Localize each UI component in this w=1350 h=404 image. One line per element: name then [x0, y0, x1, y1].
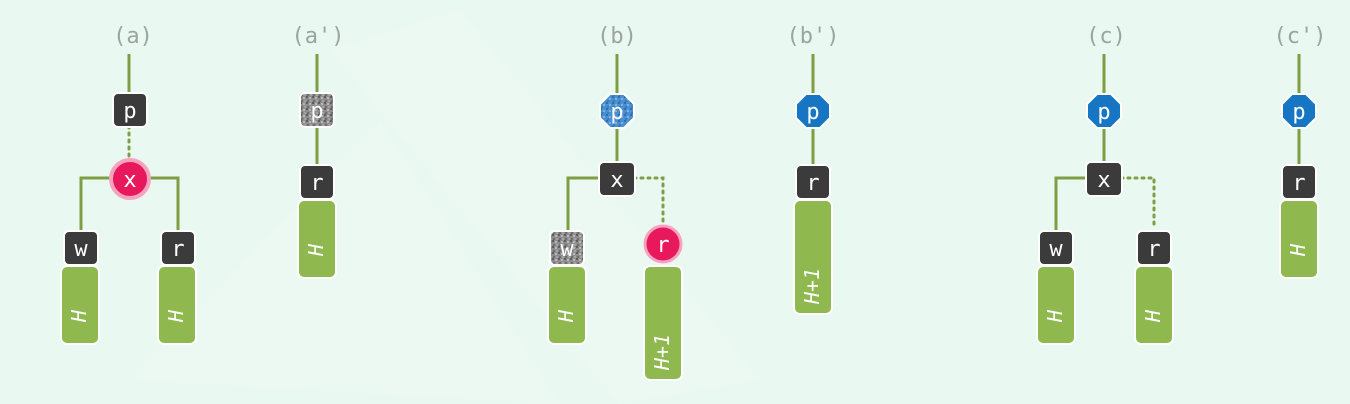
node-p-label: p: [1097, 100, 1110, 125]
node-r: [643, 224, 683, 264]
panel-b-prime: (b') p r H+1: [787, 24, 840, 315]
node-p-label: p: [806, 100, 819, 125]
panel-label: (a'): [292, 24, 345, 49]
subtree-r-height: H: [304, 243, 328, 257]
node-p-label: p: [310, 99, 323, 124]
node-p-octagon: [1086, 93, 1122, 129]
node-p-octagon: [599, 93, 635, 129]
node-p-removed: [299, 92, 335, 128]
node-p-label: p: [1292, 100, 1305, 125]
node-p-label: p: [123, 99, 136, 124]
node-r-label: r: [656, 233, 669, 258]
subtree-w: [60, 265, 100, 345]
panel-b: (b) p x w H r H+1: [547, 24, 683, 381]
subtree-r: [1279, 199, 1319, 279]
panel-c-prime: (c') p r H: [1274, 24, 1327, 279]
panel-label: (c'): [1274, 24, 1327, 49]
panel-c: (c) p x w H r H: [1036, 24, 1174, 345]
panel-label: (a): [113, 24, 153, 49]
node-w-label: w: [1049, 237, 1063, 262]
edge-x-r-dotted: [632, 176, 665, 228]
panel-a-prime: (a') p r H: [292, 24, 345, 279]
edge-x-r-dotted: [1119, 176, 1156, 230]
node-x-label: x: [123, 168, 136, 193]
subtree-r-height: H+1: [650, 334, 674, 371]
subtree-r: [793, 199, 833, 315]
subtree-r: [1134, 265, 1174, 345]
subtree-r-height: H: [1286, 243, 1310, 257]
subtree-r: [157, 265, 197, 345]
panel-label: (b'): [787, 24, 840, 49]
node-r-label: r: [310, 171, 323, 196]
subtree-r-height: H: [1141, 309, 1165, 323]
node-x-label: x: [610, 168, 623, 193]
subtree-w: [547, 265, 587, 345]
panel-a: (a) p x w H r H: [60, 24, 197, 345]
node-x: [598, 161, 636, 197]
node-w-label: w: [560, 237, 574, 262]
node-r-label: r: [806, 171, 819, 196]
node-w-label: w: [74, 237, 88, 262]
edge-x-w: [566, 176, 600, 231]
node-x: [1085, 161, 1123, 197]
subtree-r-height: H+1: [800, 268, 824, 305]
subtree-w: [1036, 265, 1076, 345]
subtree-r-height: H: [164, 309, 188, 323]
subtree-r: [643, 265, 683, 381]
node-p: [112, 92, 148, 128]
subtree-w-height: H: [67, 309, 91, 323]
panel-label: (c): [1086, 24, 1126, 49]
node-r-label: r: [171, 237, 184, 262]
edge-x-w: [79, 176, 113, 231]
node-r-label: r: [1292, 171, 1305, 196]
edge-x-r: [146, 176, 180, 231]
node-x-label: x: [1097, 168, 1110, 193]
edge-x-w: [1054, 176, 1087, 231]
node-r-label: r: [1147, 237, 1160, 262]
node-p-label: p: [610, 100, 623, 125]
subtree-r: [297, 199, 337, 279]
node-p-octagon: [1281, 93, 1317, 129]
subtree-w-height: H: [1043, 309, 1067, 323]
panel-label: (b): [597, 24, 637, 49]
node-p-octagon: [795, 93, 831, 129]
subtree-w-height: H: [554, 309, 578, 323]
node-x: [109, 158, 151, 200]
